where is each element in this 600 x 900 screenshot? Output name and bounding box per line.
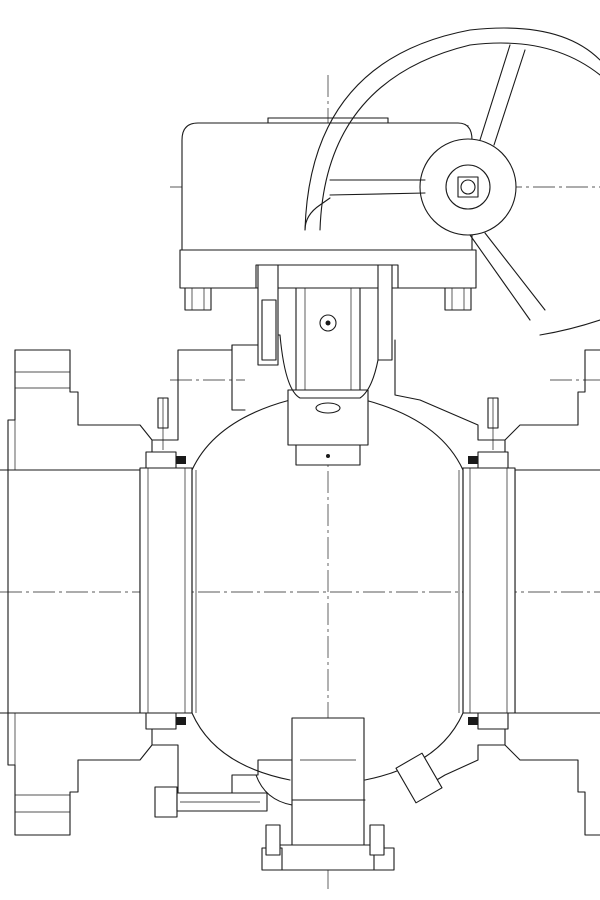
drain-plug — [154, 752, 443, 818]
gear-operator — [179, 117, 477, 366]
injection-fittings — [157, 397, 499, 450]
left-seat-ring — [139, 451, 193, 730]
left-end-flange — [0, 349, 153, 836]
ball — [191, 399, 464, 781]
stem — [279, 264, 379, 466]
handwheel — [304, 27, 600, 336]
body-bolts — [261, 299, 385, 856]
right-seat-ring — [462, 451, 516, 730]
right-end-flange — [504, 349, 600, 836]
